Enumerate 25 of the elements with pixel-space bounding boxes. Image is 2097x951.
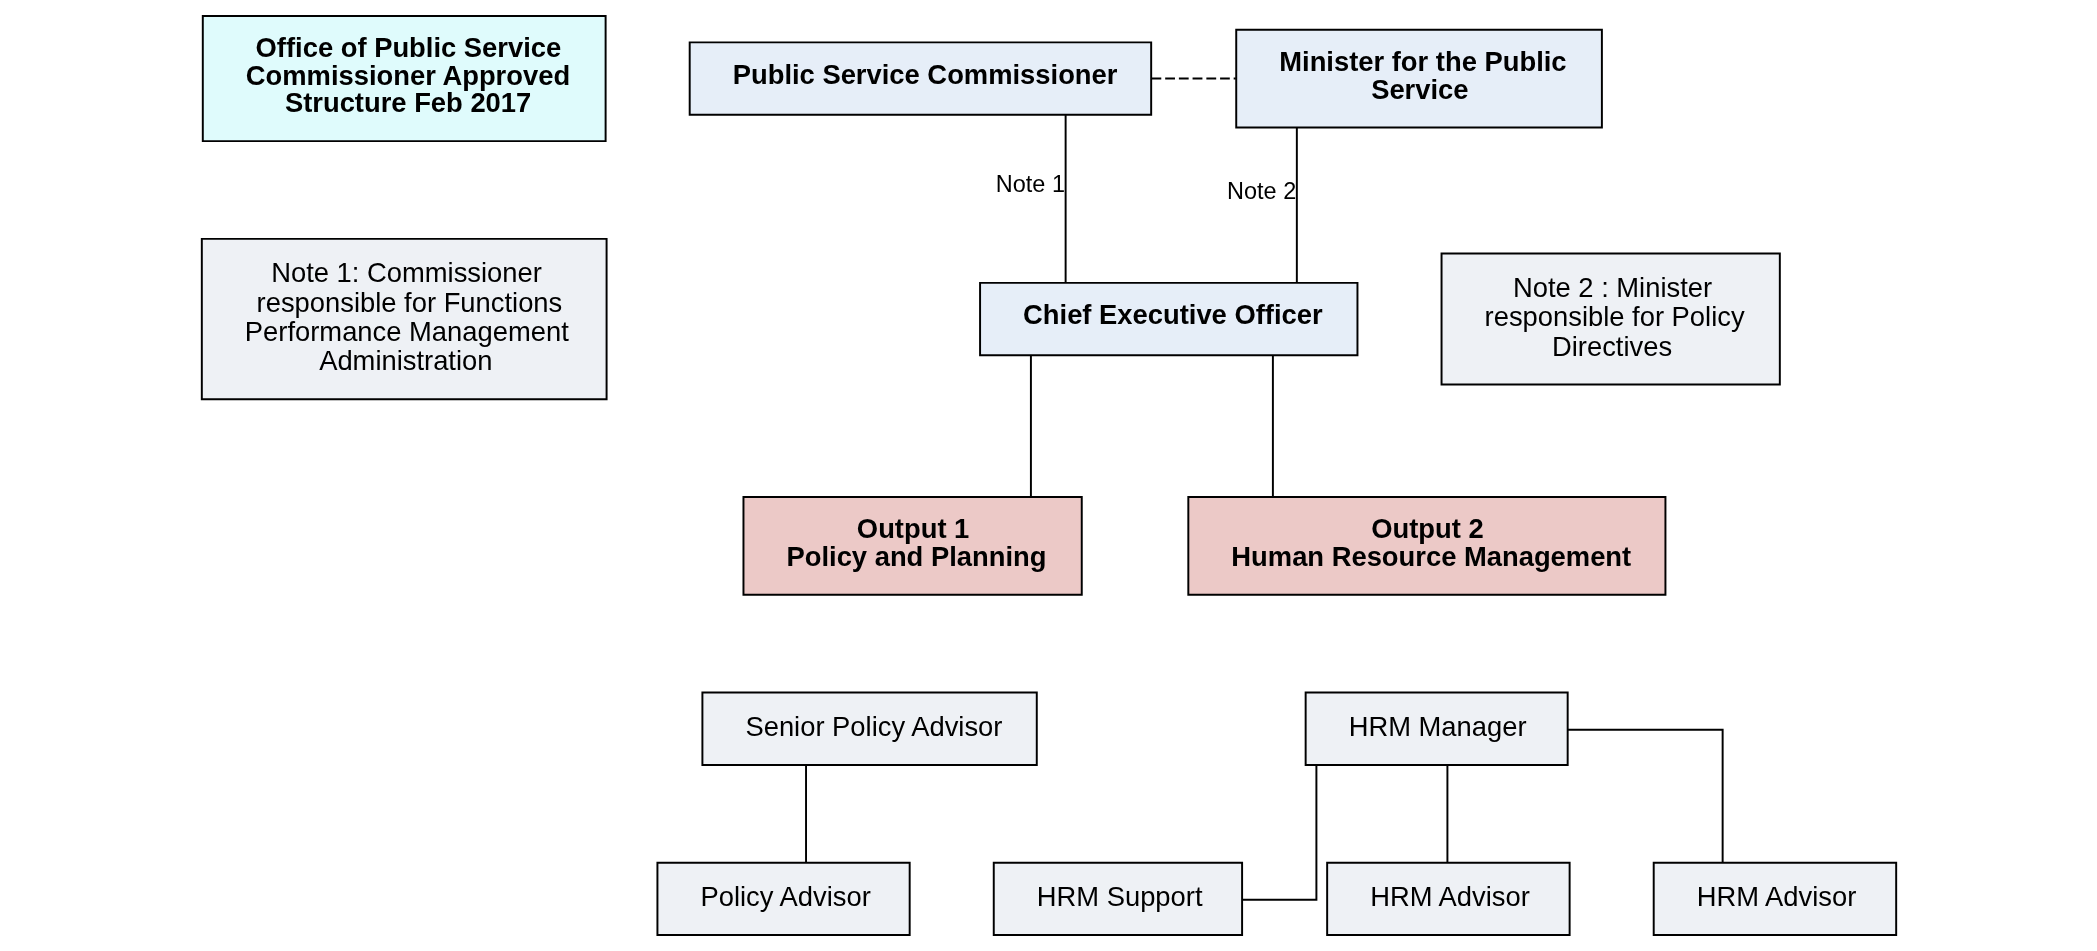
- connector: [804, 764, 807, 864]
- node-box: Note 1: Commissioner responsible for Functions Performance Management Administration: [200, 237, 608, 401]
- connector: [1295, 127, 1298, 284]
- connector: [1241, 764, 1317, 901]
- node-box: Chief Executive Officer: [978, 281, 1358, 357]
- node-box: HRM Advisor: [1652, 861, 1897, 936]
- connector: [1271, 354, 1274, 498]
- node-box: Policy Advisor: [655, 861, 911, 936]
- connector: [1150, 77, 1237, 80]
- node-box: HRM Advisor: [1325, 861, 1571, 936]
- node-box: Minister for the Public Service: [1234, 28, 1603, 129]
- node-box: Output 2 Human Resource Management: [1186, 496, 1666, 596]
- edge-label: Note 2: [1226, 177, 1296, 204]
- edge-label: Note 1: [995, 170, 1065, 197]
- connector: [1445, 764, 1448, 864]
- node-box: Senior Policy Advisor: [700, 691, 1038, 766]
- node-box: Output 1 Policy and Planning: [742, 496, 1083, 596]
- node-box: Public Service Commissioner: [688, 41, 1152, 116]
- node-box: HRM Support: [992, 861, 1243, 936]
- connector: [1029, 354, 1032, 498]
- node-box: HRM Manager: [1304, 691, 1569, 766]
- node-box: Office of Public Service Commissioner Approved Structure Feb 2017: [201, 15, 607, 143]
- connector: [1064, 114, 1067, 284]
- node-box: Note 2 : Minister responsible for Policy Directives: [1440, 252, 1781, 386]
- connector: [1566, 728, 1724, 864]
